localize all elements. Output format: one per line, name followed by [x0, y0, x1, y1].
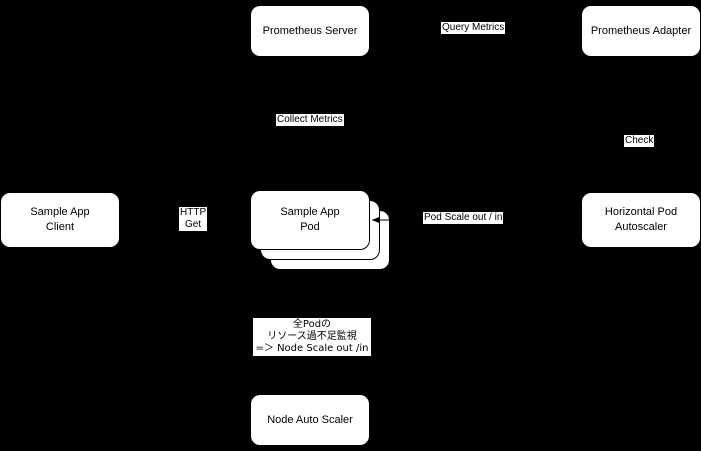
label-query-metrics: Query Metrics	[441, 22, 506, 34]
node-horizontal-pod-autoscaler[interactable]: Horizontal Pod Autoscaler	[581, 192, 701, 248]
node-sample-app-client[interactable]: Sample App Client	[0, 192, 120, 248]
label-collect-metrics: Collect Metrics	[276, 114, 344, 126]
label-node-scale-note: 全Podの リソース過不足監視 =＞ Node Scale out /in	[253, 318, 371, 356]
label-pod-scale-out-in: Pod Scale out / in	[423, 212, 504, 224]
node-sample-app-pod[interactable]: Sample App Pod	[250, 190, 370, 250]
node-prometheus-server[interactable]: Prometheus Server	[250, 5, 370, 57]
node-node-auto-scaler[interactable]: Node Auto Scaler	[250, 394, 370, 446]
node-prometheus-adapter[interactable]: Prometheus Adapter	[581, 5, 701, 57]
label-http-get: HTTP Get	[179, 207, 207, 231]
label-check: Check	[624, 135, 655, 147]
